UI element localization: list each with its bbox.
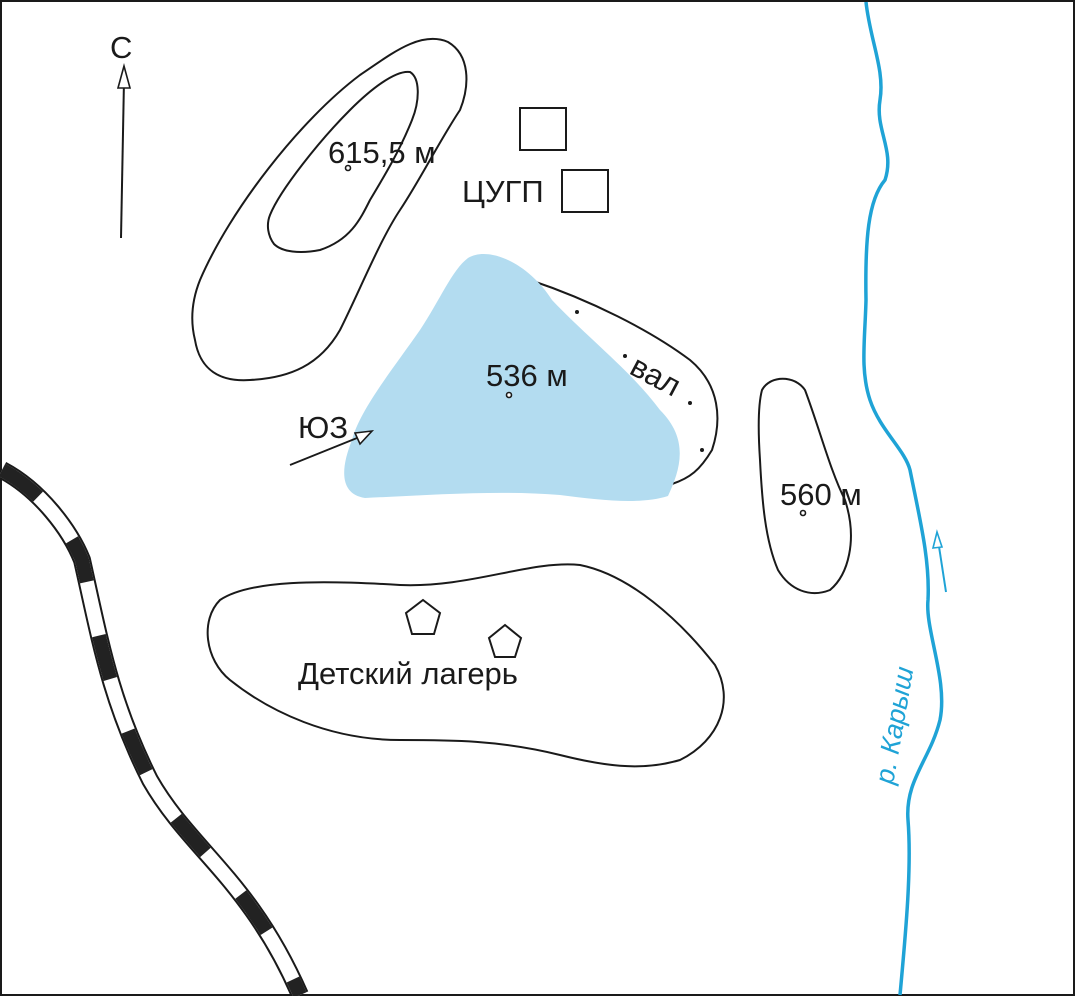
- building-icon: [561, 169, 609, 213]
- hill-560-contour: [757, 377, 852, 595]
- flow-arrow-icon: [931, 529, 947, 593]
- southwest-label: ЮЗ: [298, 410, 348, 445]
- camp-label: Детский лагерь: [298, 656, 518, 691]
- hill-615-outer-contour: [191, 37, 468, 382]
- center-label: ЦУГП: [462, 174, 544, 209]
- hill-615-inner-contour: [266, 70, 419, 253]
- peak-elevation-label: 615,5 м: [328, 135, 436, 170]
- pentagon-icon: [487, 623, 523, 658]
- peak-spot-marker: [344, 164, 352, 172]
- lake-536: [344, 254, 680, 501]
- rampart-contour: [529, 279, 719, 485]
- rampart-markers: [575, 310, 704, 452]
- north-arrow-icon: [116, 62, 132, 239]
- hill-560-elevation-label: 560 м: [780, 477, 862, 512]
- railway-icon: [0, 462, 309, 996]
- camp-contour: [206, 563, 725, 768]
- southwest-arrow-icon: [289, 429, 375, 466]
- building-icon: [519, 107, 567, 151]
- lake-elevation-label: 536 м: [486, 358, 568, 393]
- pentagon-icon: [404, 598, 442, 635]
- north-label: С: [110, 30, 132, 65]
- hill-560-spot-marker: [799, 509, 807, 517]
- lake-spot-marker: [505, 391, 513, 399]
- river-karysh: [862, 1, 944, 996]
